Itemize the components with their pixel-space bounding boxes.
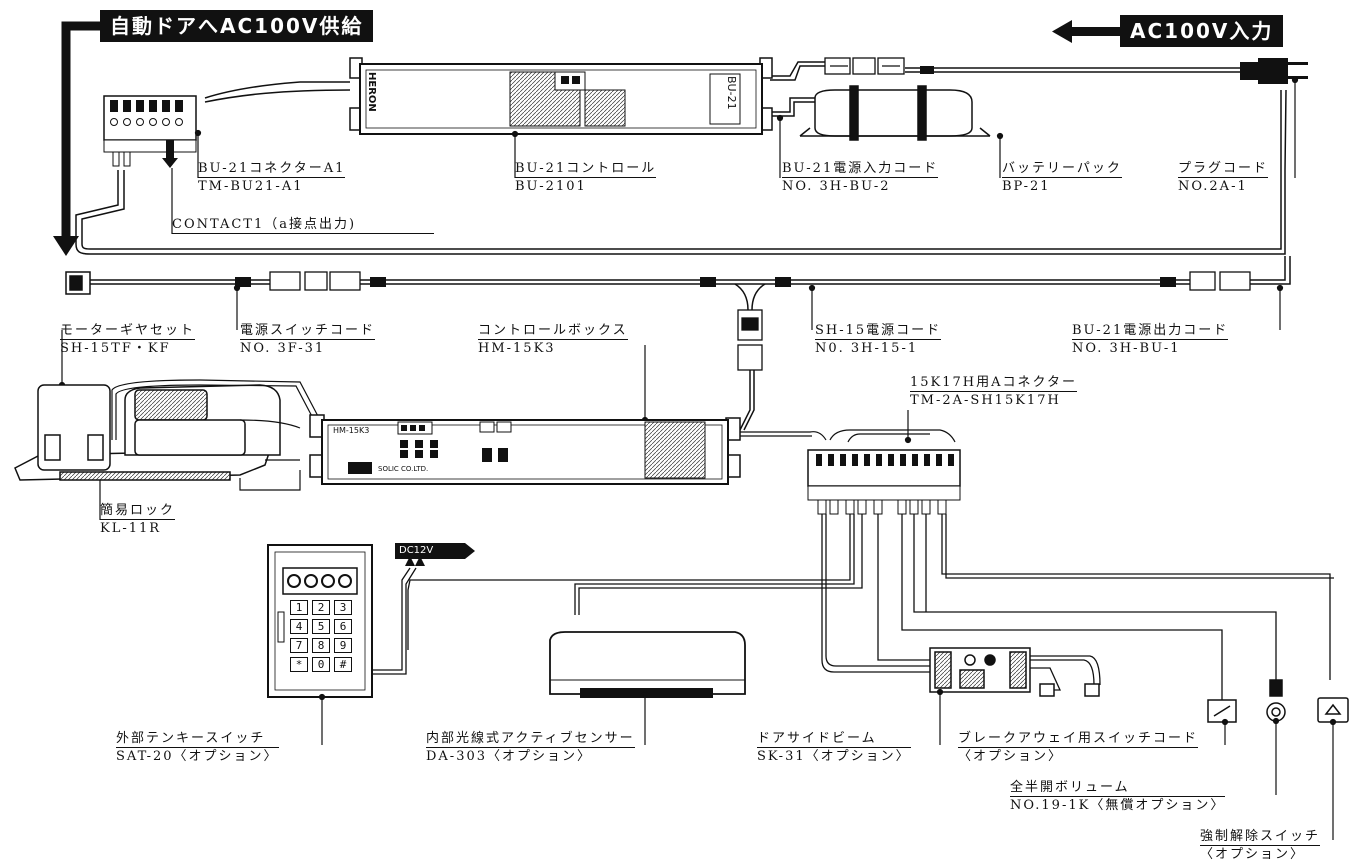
dc12v-label: DC12V [399,545,434,556]
volume-knob [1266,679,1286,722]
label-volume: 全半開ボリューム NO.19-1K〈無償オプション〉 [1010,780,1226,813]
door-side-beam-unit [929,647,1100,697]
keypad-keys: 1 2 3 4 5 6 7 8 9 * 0 # [290,600,354,672]
key: 6 [334,619,352,634]
dc12v-arrows [405,556,425,566]
rocker-switch [65,271,91,295]
label-sensor: 内部光線式アクティブセンサー DA-303〈オプション〉 [426,731,635,764]
output-banner: 自動ドアへAC100V供給 [100,10,374,42]
control-box [309,414,741,485]
switch-cord-connector [269,271,361,291]
ac-plug [1240,58,1308,84]
label-bu21-power-in: BU-21電源入力コード NO. 3H-BU-2 [782,161,939,194]
motor-gear-set [14,384,281,481]
label-battery-pack: バッテリーパック BP-21 [1002,161,1122,194]
input-banner: AC100V入力 [1120,15,1284,47]
key: 5 [312,619,330,634]
breakaway-switch [1207,699,1237,723]
heron-logo: HERON [366,72,377,112]
key: 7 [290,638,308,653]
power-input-connector [824,57,905,75]
key: 4 [290,619,308,634]
key: # [334,657,352,672]
label-control-box: コントロールボックス HM-15K3 [478,323,628,356]
key: 2 [312,600,330,615]
label-simple-lock: 簡易ロック KL-11R [100,503,176,536]
tenkey-keypad [267,544,373,698]
battery-pack [799,85,991,141]
label-motor-gear: モーターギヤセット SH-15TF・KF [60,323,196,356]
solic-text: SOLIC CO.LTD. [378,465,429,473]
key: 0 [312,657,330,672]
label-bu21-connector: BU-21コネクターA1 TM-BU21-A1 [198,161,346,194]
bu21-control-unit [349,57,773,135]
key: 8 [312,638,330,653]
key: 9 [334,638,352,653]
label-tenkey: 外部テンキースイッチ SAT-20〈オプション〉 [116,731,279,764]
bu21-tag: BU-21 [725,76,738,110]
power-out-connector [1189,271,1251,291]
active-sensor [549,631,746,698]
input-arrow [1052,20,1122,43]
label-a-connector: 15K17H用Aコネクター TM-2A-SH15K17H [910,375,1078,408]
label-plug-cord: プラグコード NO.2A-1 [1178,161,1269,194]
label-breakaway: ブレークアウェイ用スイッチコード 〈オプション〉 [958,731,1199,764]
cord-sleeves [235,277,1176,287]
label-door-beam: ドアサイドビーム SK-31〈オプション〉 [757,731,911,764]
dc12v-tag [395,543,475,559]
output-arrow [53,21,110,256]
connector-a1 [103,95,197,168]
label-bu21-control: BU-21コントロール BU-2101 [515,161,657,194]
key: 3 [334,600,352,615]
label-bu21-power-out: BU-21電源出力コード NO. 3H-BU-1 [1072,323,1229,356]
a-connector-block [807,449,961,515]
label-contact1: CONTACT1（a接点出力) [172,216,434,234]
label-power-switch-cord: 電源スイッチコード NO. 3F-31 [240,323,376,356]
label-release-switch: 強制解除スイッチ 〈オプション〉 [1200,829,1321,862]
key: * [290,657,308,672]
hm15k3-tag: HM-15K3 [333,426,370,435]
wire-sleeve [920,66,934,74]
key: 1 [290,600,308,615]
label-sh15-power: SH-15電源コード N0. 3H-15-1 [815,323,942,356]
release-switch [1317,697,1349,723]
vertical-connector [737,309,763,371]
